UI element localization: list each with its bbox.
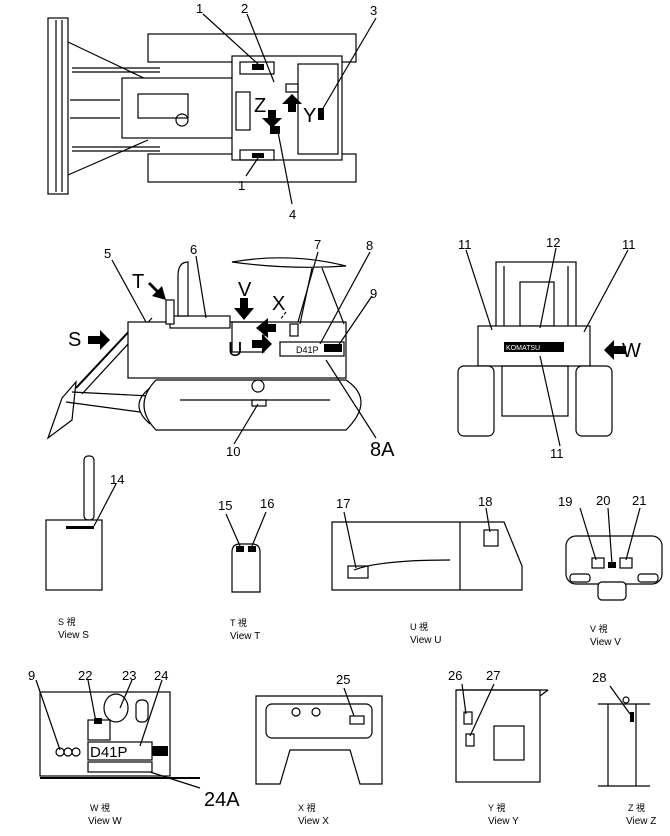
view-t-en: View T [230,631,260,642]
view-s: 14 S 視 View S [45,455,124,641]
callout-1-top: 1 [196,1,203,16]
callout-2: 2 [241,1,248,16]
side-view: D41P S T V X U 5 6 7 8 9 10 8A [46,237,395,461]
callout-7: 7 [314,237,321,252]
callout-22: 22 [78,668,92,683]
view-z-en: View Z [626,816,656,827]
callout-4: 4 [289,207,296,222]
view-u-en: View U [410,635,442,646]
view-arrow-x-icon [256,318,276,338]
arrow-label-z: Z [254,95,266,117]
view-t: 15 16 T 視 View T [218,496,274,642]
view-arrow-z-icon [262,110,282,128]
callout-21: 21 [632,493,646,508]
view-s-en: View S [58,630,89,641]
callout-11-right: 11 [622,237,636,252]
callout-11-bottom: 11 [550,446,564,461]
callout-9-side: 9 [370,286,377,301]
callout-5: 5 [104,246,111,261]
callout-8a: 8A [370,439,395,461]
view-arrow-t-icon [148,282,166,300]
view-arrow-w-icon [604,340,626,360]
callout-24a: 24A [204,789,240,811]
callout-19: 19 [558,494,572,509]
callout-3: 3 [370,3,377,18]
arrow-label-u: U [228,339,242,361]
callout-17: 17 [336,496,350,511]
rear-view: KOMATSU W 11 12 11 11 [457,235,641,461]
callout-15: 15 [218,498,232,513]
view-z-jp: Z 視 [628,802,645,813]
callout-25: 25 [336,672,350,687]
callout-8: 8 [366,238,373,253]
callout-26: 26 [448,668,462,683]
arrow-label-v: V [238,279,252,301]
view-arrow-v-icon [234,298,254,320]
model-number-decal: D41P [90,744,128,761]
side-model-decal: D41P [296,345,319,355]
rear-brand-decal: KOMATSU [506,345,540,352]
callout-20: 20 [596,493,610,508]
callout-11-left: 11 [458,237,472,252]
view-y-en: View Y [488,816,519,827]
view-u-jp: U 視 [410,621,428,632]
view-arrow-y-icon [282,94,302,112]
view-t-jp: T 視 [230,617,247,628]
view-u: 17 18 U 視 View U [331,494,523,646]
callout-6: 6 [190,242,197,257]
view-v: 19 20 21 V 視 View V [558,493,663,648]
arrow-label-w: W [622,340,641,362]
view-z: 28 Z 視 View Z [592,670,656,827]
view-arrow-s-icon [88,330,110,350]
callout-23: 23 [122,668,136,683]
view-w-en: View W [88,816,122,827]
callout-24: 24 [154,668,168,683]
arrow-label-s: S [68,329,81,351]
arrow-label-y: Y [303,105,316,127]
callout-18: 18 [478,494,492,509]
callout-9-view-w: 9 [28,668,35,683]
callout-16: 16 [260,496,274,511]
callout-27: 27 [486,668,500,683]
view-x-en: View X [298,816,329,827]
callout-10: 10 [226,444,240,459]
view-y: 26 27 Y 視 View Y [448,668,549,827]
callout-14: 14 [110,472,124,487]
callout-12: 12 [546,235,560,250]
view-w-jp: W 視 [90,802,110,813]
view-arrow-u-icon [252,334,272,354]
view-y-jp: Y 視 [488,802,505,813]
callout-28: 28 [592,670,606,685]
view-w: D41P 9 22 23 24 24A W 視 View W [28,668,240,827]
arrow-label-t: T [132,271,144,293]
view-v-jp: V 視 [590,623,608,634]
view-v-en: View V [590,637,621,648]
arrow-label-x: X [272,293,285,315]
callout-1-bottom: 1 [238,178,245,193]
view-s-jp: S 視 [58,616,76,627]
view-x: 25 X 視 View X [255,672,383,827]
top-plan-view: Z Y 1 2 3 1 4 [47,1,377,222]
view-x-jp: X 視 [298,802,316,813]
